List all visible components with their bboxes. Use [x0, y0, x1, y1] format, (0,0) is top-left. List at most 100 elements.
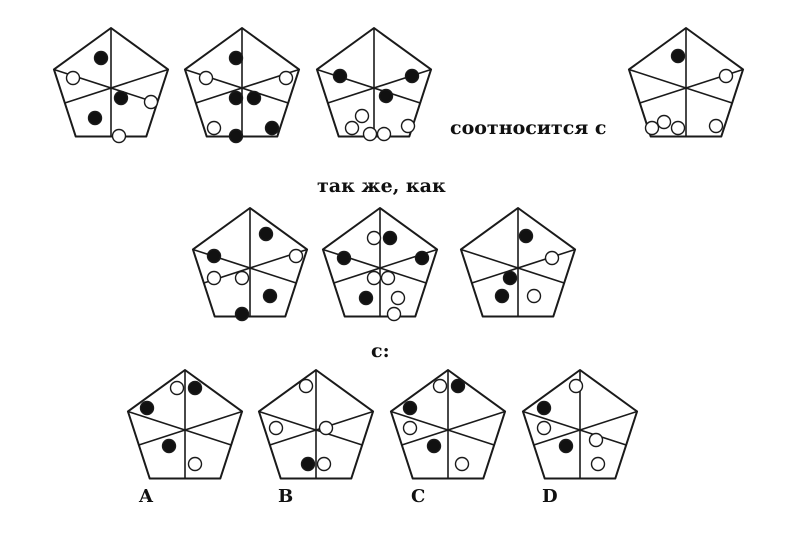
hollow-dot	[206, 270, 222, 286]
filled-dot	[336, 250, 352, 266]
pentagon-divider-line	[64, 68, 169, 104]
hollow-dot	[588, 432, 604, 448]
hollow-dot	[718, 68, 734, 84]
filled-dot	[558, 438, 574, 454]
filled-dot	[228, 128, 244, 144]
pentagon-option-a[interactable]	[126, 369, 244, 480]
filled-dot	[518, 228, 534, 244]
pentagon-option-b[interactable]	[257, 369, 375, 480]
hollow-dot	[432, 378, 448, 394]
pentagon-row1-p4	[627, 27, 745, 138]
option-d-label[interactable]: D	[542, 486, 558, 507]
filled-dot	[228, 50, 244, 66]
hollow-dot	[386, 306, 402, 322]
hollow-dot	[206, 120, 222, 136]
hollow-dot	[198, 70, 214, 86]
hollow-dot	[708, 118, 724, 134]
filled-dot	[404, 68, 420, 84]
filled-dot	[332, 68, 348, 84]
caption-same-as: так же, как	[317, 175, 446, 197]
hollow-dot	[288, 248, 304, 264]
hollow-dot	[376, 126, 392, 142]
hollow-dot	[366, 230, 382, 246]
filled-dot	[113, 90, 129, 106]
filled-dot	[382, 230, 398, 246]
filled-dot	[502, 270, 518, 286]
pentagon-divider-line	[460, 248, 565, 284]
pentagon-row2-p3	[459, 207, 577, 318]
pentagon-divider-line	[258, 410, 363, 446]
hollow-dot	[568, 378, 584, 394]
pentagon-divider-line	[471, 248, 576, 284]
pentagon-divider-line	[522, 410, 627, 446]
hollow-dot	[354, 108, 370, 124]
filled-dot	[93, 50, 109, 66]
hollow-dot	[65, 70, 81, 86]
filled-dot	[670, 48, 686, 64]
pentagon-row2-p1	[191, 207, 309, 322]
hollow-dot	[187, 456, 203, 472]
filled-dot	[300, 456, 316, 472]
caption-relates-to: соотносится с	[450, 117, 607, 139]
pentagon-row1-p1	[52, 27, 170, 144]
filled-dot	[450, 378, 466, 394]
hollow-dot	[644, 120, 660, 136]
filled-dot	[264, 120, 280, 136]
hollow-dot	[400, 118, 416, 134]
filled-dot	[536, 400, 552, 416]
hollow-dot	[390, 290, 406, 306]
hollow-dot	[318, 420, 334, 436]
pentagon-row1-p2	[183, 27, 301, 144]
filled-dot	[494, 288, 510, 304]
pentagon-option-d[interactable]	[521, 369, 639, 480]
filled-dot	[246, 90, 262, 106]
pentagon-option-c[interactable]	[389, 369, 507, 480]
hollow-dot	[380, 270, 396, 286]
filled-dot	[234, 306, 250, 322]
filled-dot	[87, 110, 103, 126]
filled-dot	[187, 380, 203, 396]
pentagon-divider-line	[401, 410, 506, 446]
filled-dot	[262, 288, 278, 304]
filled-dot	[358, 290, 374, 306]
pentagon-row2-p2	[321, 207, 439, 322]
option-a-label[interactable]: A	[138, 486, 154, 507]
filled-dot	[426, 438, 442, 454]
hollow-dot	[656, 114, 672, 130]
pentagon-divider-line	[316, 68, 421, 104]
pentagon-figures	[52, 27, 745, 480]
hollow-dot	[268, 420, 284, 436]
hollow-dot	[526, 288, 542, 304]
pentagon-divider-line	[533, 410, 638, 446]
hollow-dot	[402, 420, 418, 436]
hollow-dot	[544, 250, 560, 266]
caption-with: с:	[371, 340, 390, 362]
hollow-dot	[362, 126, 378, 142]
pentagon-divider-line	[390, 410, 495, 446]
option-b-label[interactable]: B	[278, 486, 293, 507]
hollow-dot	[278, 70, 294, 86]
hollow-dot	[366, 270, 382, 286]
hollow-dot	[234, 270, 250, 286]
pentagon-row1-p3	[315, 27, 433, 142]
option-c-label[interactable]: C	[411, 486, 425, 507]
hollow-dot	[454, 456, 470, 472]
hollow-dot	[536, 420, 552, 436]
filled-dot	[258, 226, 274, 242]
filled-dot	[378, 88, 394, 104]
filled-dot	[228, 90, 244, 106]
pentagon-divider-line	[138, 410, 243, 446]
hollow-dot	[590, 456, 606, 472]
pentagon-divider-line	[127, 410, 232, 446]
filled-dot	[414, 250, 430, 266]
filled-dot	[206, 248, 222, 264]
hollow-dot	[169, 380, 185, 396]
hollow-dot	[344, 120, 360, 136]
filled-dot	[161, 438, 177, 454]
filled-dot	[139, 400, 155, 416]
pentagon-divider-line	[628, 68, 733, 104]
filled-dot	[402, 400, 418, 416]
hollow-dot	[670, 120, 686, 136]
hollow-dot	[298, 378, 314, 394]
